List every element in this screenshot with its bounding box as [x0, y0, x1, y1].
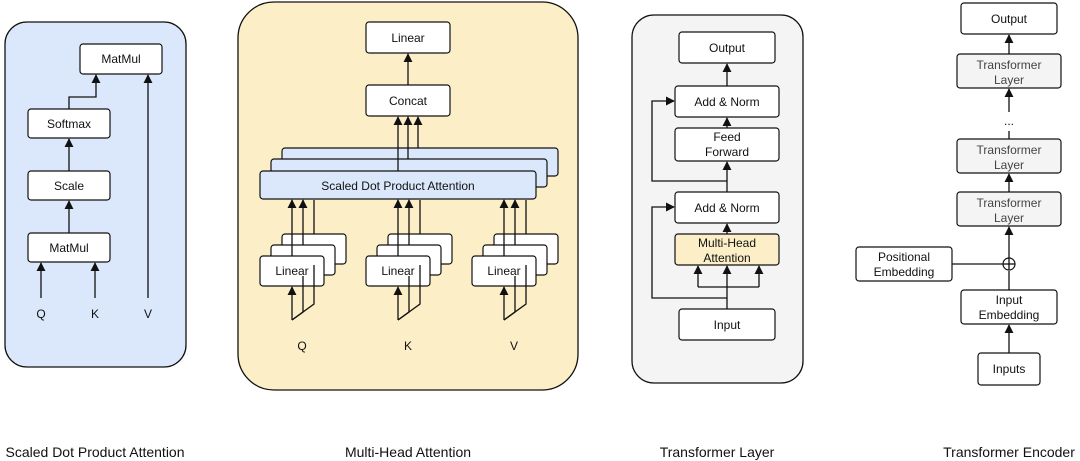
encoder-panel: Output Transformer Layer ... Transformer… — [855, 2, 1062, 386]
layer-input-label: Input — [714, 318, 741, 332]
encoder-emb-line1: Input — [996, 293, 1023, 307]
caption-mha: Multi-Head Attention — [345, 444, 471, 460]
mha-panel: Linear Concat Scaled Dot Product Attenti… — [237, 1, 579, 391]
encoder-tl2-line2: Layer — [994, 158, 1024, 172]
layer-ff-label-line2: Forward — [705, 145, 749, 159]
caption-sdpa: Scaled Dot Product Attention — [6, 444, 185, 460]
mha-q-label: Q — [297, 339, 306, 353]
mha-in-v-3 — [503, 265, 527, 321]
layer-ff-label-line1: Feed — [713, 130, 740, 144]
mha-linear-k-label: Linear — [381, 264, 414, 278]
encoder-output-label: Output — [991, 12, 1028, 26]
mha-linear-top-box — [365, 21, 451, 54]
layer-residual-1 — [651, 202, 727, 299]
mha-linear-v-label: Linear — [487, 264, 520, 278]
layer-panel: Output Add & Norm Feed Forward Add & Nor… — [631, 14, 804, 384]
encoder-tl1-line1: Transformer — [977, 58, 1042, 72]
mha-k-label: K — [404, 339, 412, 353]
sdpa-panel: MatMul Softmax Scale MatMul Q K V — [4, 21, 187, 368]
layer-output-label: Output — [709, 41, 746, 55]
caption-layer: Transformer Layer — [660, 444, 775, 460]
mha-in-q-3 — [291, 265, 315, 321]
layer-mha-label-line1: Multi-Head — [698, 236, 756, 250]
sdpa-arrow-matmul — [68, 74, 101, 109]
sdpa-matmul-bottom-label: MatMul — [49, 241, 88, 255]
encoder-pos-line2: Embedding — [874, 265, 935, 279]
layer-add-norm-top-label: Add & Norm — [694, 95, 759, 109]
sdpa-matmul-top-box — [79, 43, 163, 75]
layer-mha-label-line2: Attention — [703, 251, 750, 265]
sdpa-q-label: Q — [36, 307, 45, 321]
encoder-tl1-line2: Layer — [994, 73, 1024, 87]
mha-concat-label: Concat — [389, 94, 428, 108]
sdpa-scale-label: Scale — [54, 179, 84, 193]
mha-linear-q-label: Linear — [275, 264, 308, 278]
encoder-tl3-line2: Layer — [994, 211, 1024, 225]
encoder-output-box — [960, 2, 1058, 35]
encoder-emb-line2: Embedding — [979, 308, 1040, 322]
encoder-tl3-line1: Transformer — [977, 196, 1042, 210]
sdpa-v-label: V — [144, 307, 152, 321]
encoder-tl2-line1: Transformer — [977, 143, 1042, 157]
sdpa-matmul-top-label: MatMul — [101, 52, 140, 66]
encoder-pos-line1: Positional — [878, 250, 930, 264]
mha-v-label: V — [510, 339, 518, 353]
encoder-inputs-label: Inputs — [993, 362, 1026, 376]
mha-in-k-3 — [397, 265, 421, 321]
caption-encoder: Transformer Encoder — [943, 444, 1075, 460]
mha-sdpa-label: Scaled Dot Product Attention — [321, 179, 474, 193]
sdpa-softmax-label: Softmax — [47, 117, 91, 131]
mha-linear-top-label: Linear — [391, 31, 424, 45]
encoder-ellipsis: ... — [1004, 114, 1014, 128]
sdpa-k-label: K — [91, 307, 99, 321]
layer-residual-2 — [651, 96, 727, 182]
layer-output-box — [678, 31, 776, 64]
layer-add-norm-bottom-label: Add & Norm — [694, 201, 759, 215]
